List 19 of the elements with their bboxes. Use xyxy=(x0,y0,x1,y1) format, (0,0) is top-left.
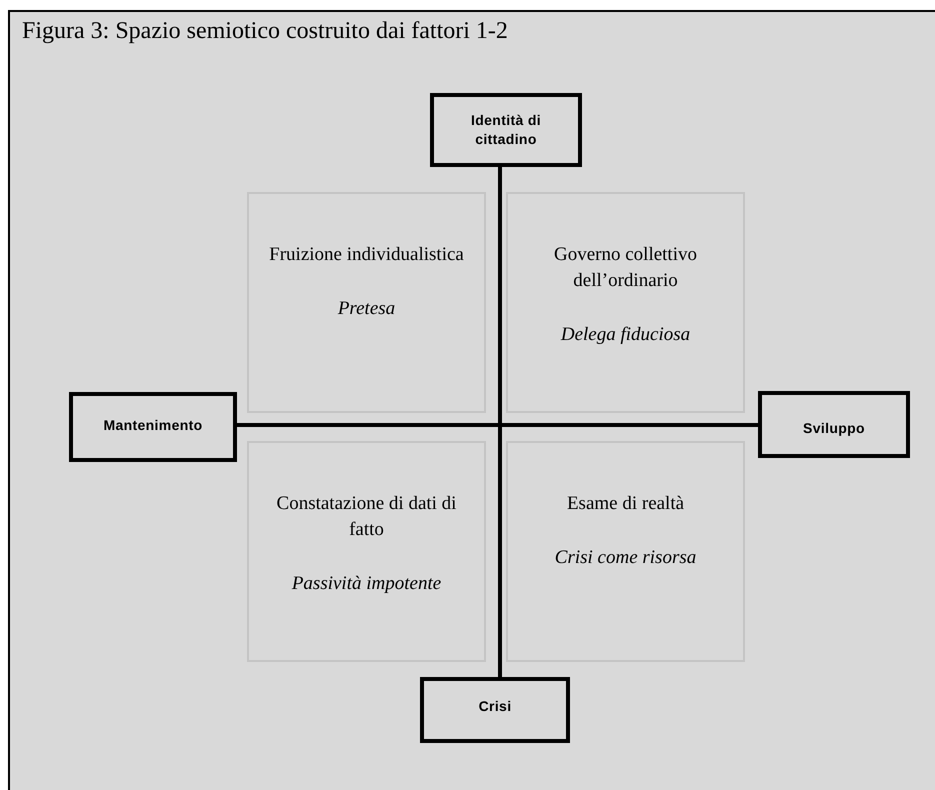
quadrant-title: Fruizione individualistica xyxy=(269,243,464,267)
pole-box xyxy=(69,392,237,462)
quadrant-subtitle: Delega fiduciosa xyxy=(560,323,690,347)
quadrant-title: Constatazione di dati di fatto xyxy=(276,492,458,542)
pole-label: Sviluppo xyxy=(803,419,865,438)
quadrant-subtitle: Pretesa xyxy=(338,297,396,321)
quadrant-title: Governo collettivo dell’ordinario xyxy=(553,243,698,293)
quadrant-subtitle: Passività impotente xyxy=(292,572,442,596)
axis-line xyxy=(237,423,758,427)
pole-label: Identità di cittadino xyxy=(470,110,542,149)
figure-title: Figura 3: Spazio semiotico costruito dai fattori 1-2 xyxy=(22,17,508,46)
quadrant-title: Esame di realtà xyxy=(566,492,684,516)
pole-box xyxy=(420,677,570,743)
pole-label: Mantenimento xyxy=(103,416,203,435)
pole-box xyxy=(758,391,910,458)
pole-box xyxy=(430,93,582,167)
quadrant-subtitle: Crisi come risorsa xyxy=(554,546,696,570)
axis-line xyxy=(498,167,502,677)
pole-label: Crisi xyxy=(478,697,512,716)
